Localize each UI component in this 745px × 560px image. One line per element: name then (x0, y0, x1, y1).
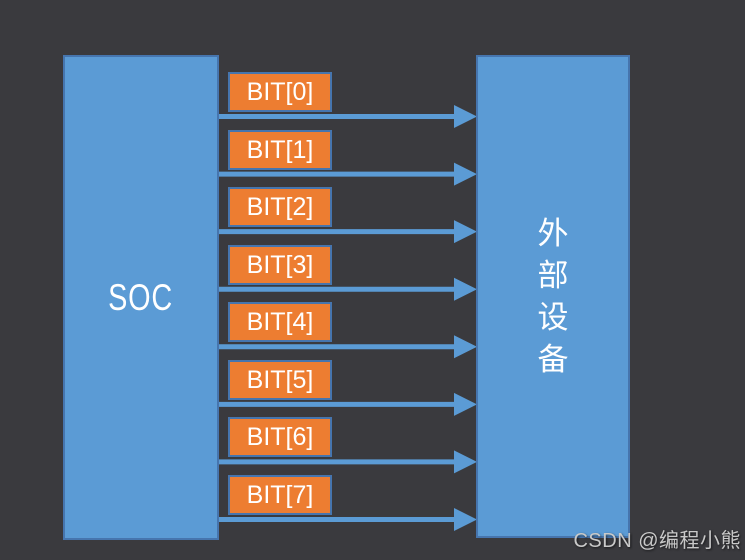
arrowhead-icon (454, 392, 477, 416)
bit-box: BIT[2] (228, 187, 332, 227)
bit-label: BIT[2] (246, 192, 314, 221)
arrowhead-icon (454, 220, 477, 244)
csdn-watermark: CSDN @编程小熊 (573, 530, 741, 552)
external-device-label: 外部设备 (538, 213, 569, 381)
bit-arrow (219, 450, 477, 474)
bit-arrow (219, 335, 477, 359)
bit-label: BIT[6] (246, 422, 314, 451)
bit-label: BIT[5] (246, 365, 314, 394)
bit-box: BIT[5] (228, 360, 332, 400)
bit-arrow (219, 162, 477, 186)
bit-label: BIT[0] (246, 77, 314, 106)
bit-box: BIT[1] (228, 130, 332, 170)
bit-box: BIT[4] (228, 302, 332, 342)
arrowhead-icon (454, 277, 477, 301)
arrowhead-icon (454, 105, 477, 128)
arrowhead-icon (454, 162, 477, 186)
bit-arrow (219, 220, 477, 244)
device-label-char: 设 (537, 299, 569, 336)
soc-label: SOC (108, 276, 174, 318)
external-device-box: 外部设备 (476, 55, 630, 538)
bit-label: BIT[7] (246, 480, 314, 509)
soc-box: SOC (63, 55, 219, 540)
bit-box: BIT[7] (228, 475, 332, 515)
bit-arrow (219, 105, 477, 128)
arrowhead-icon (454, 450, 477, 474)
device-label-char: 部 (537, 257, 569, 294)
bit-arrow (219, 277, 477, 301)
device-label-char: 备 (537, 341, 569, 378)
bit-label: BIT[1] (246, 135, 314, 164)
bit-arrow (219, 392, 477, 416)
bit-box: BIT[0] (228, 72, 332, 112)
bit-box: BIT[6] (228, 417, 332, 457)
arrowhead-icon (454, 335, 477, 359)
bit-label: BIT[3] (246, 250, 314, 279)
bit-box: BIT[3] (228, 245, 332, 285)
bit-label: BIT[4] (246, 307, 314, 336)
bit-arrow (219, 507, 477, 531)
device-label-char: 外 (537, 215, 569, 252)
arrowhead-icon (454, 507, 477, 531)
